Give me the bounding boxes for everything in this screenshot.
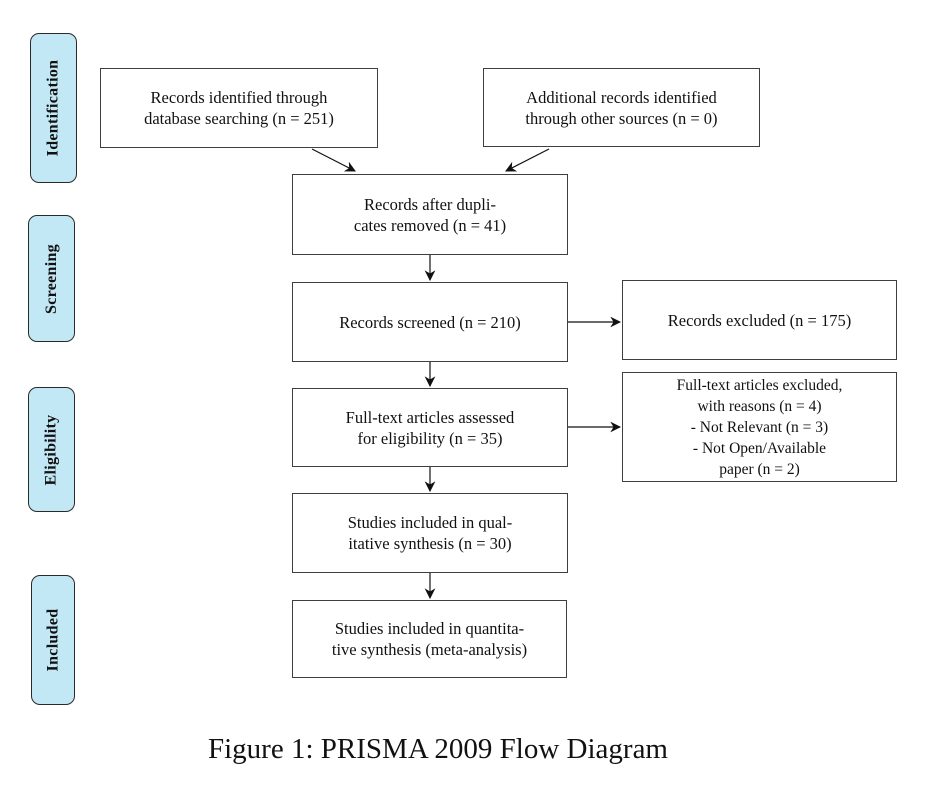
stage-label-included-text: Included	[44, 608, 61, 672]
stage-label-identification-text: Identification	[44, 59, 62, 157]
arrow-additional-to-duplicates	[505, 148, 550, 172]
box-records-excluded: Records excluded (n = 175)	[622, 280, 897, 360]
box-fulltext-excluded: Full-text articles excluded, with reason…	[622, 372, 897, 482]
box-fulltext-assessed: Full-text articles assessed for eligibil…	[292, 388, 568, 467]
figure-caption: Figure 1: PRISMA 2009 Flow Diagram	[208, 733, 668, 765]
box-records-screened: Records screened (n = 210)	[292, 282, 568, 362]
stage-label-screening-text: Screening	[42, 243, 60, 314]
box-duplicates-removed: Records after dupli- cates removed (n = …	[292, 174, 568, 255]
arrow-identified-to-duplicates	[311, 148, 356, 172]
stage-label-identification: Identification	[30, 33, 77, 183]
box-quantitative-synthesis: Studies included in quantita- tive synth…	[292, 600, 567, 678]
box-records-identified: Records identified through database sear…	[100, 68, 378, 148]
stage-label-included: Included	[31, 575, 75, 705]
stage-label-screening: Screening	[28, 215, 75, 342]
stage-label-eligibility-text: Eligibility	[42, 414, 60, 485]
box-qualitative-synthesis: Studies included in qual- itative synthe…	[292, 493, 568, 573]
box-additional-records: Additional records identified through ot…	[483, 68, 760, 147]
stage-label-eligibility: Eligibility	[28, 387, 75, 512]
